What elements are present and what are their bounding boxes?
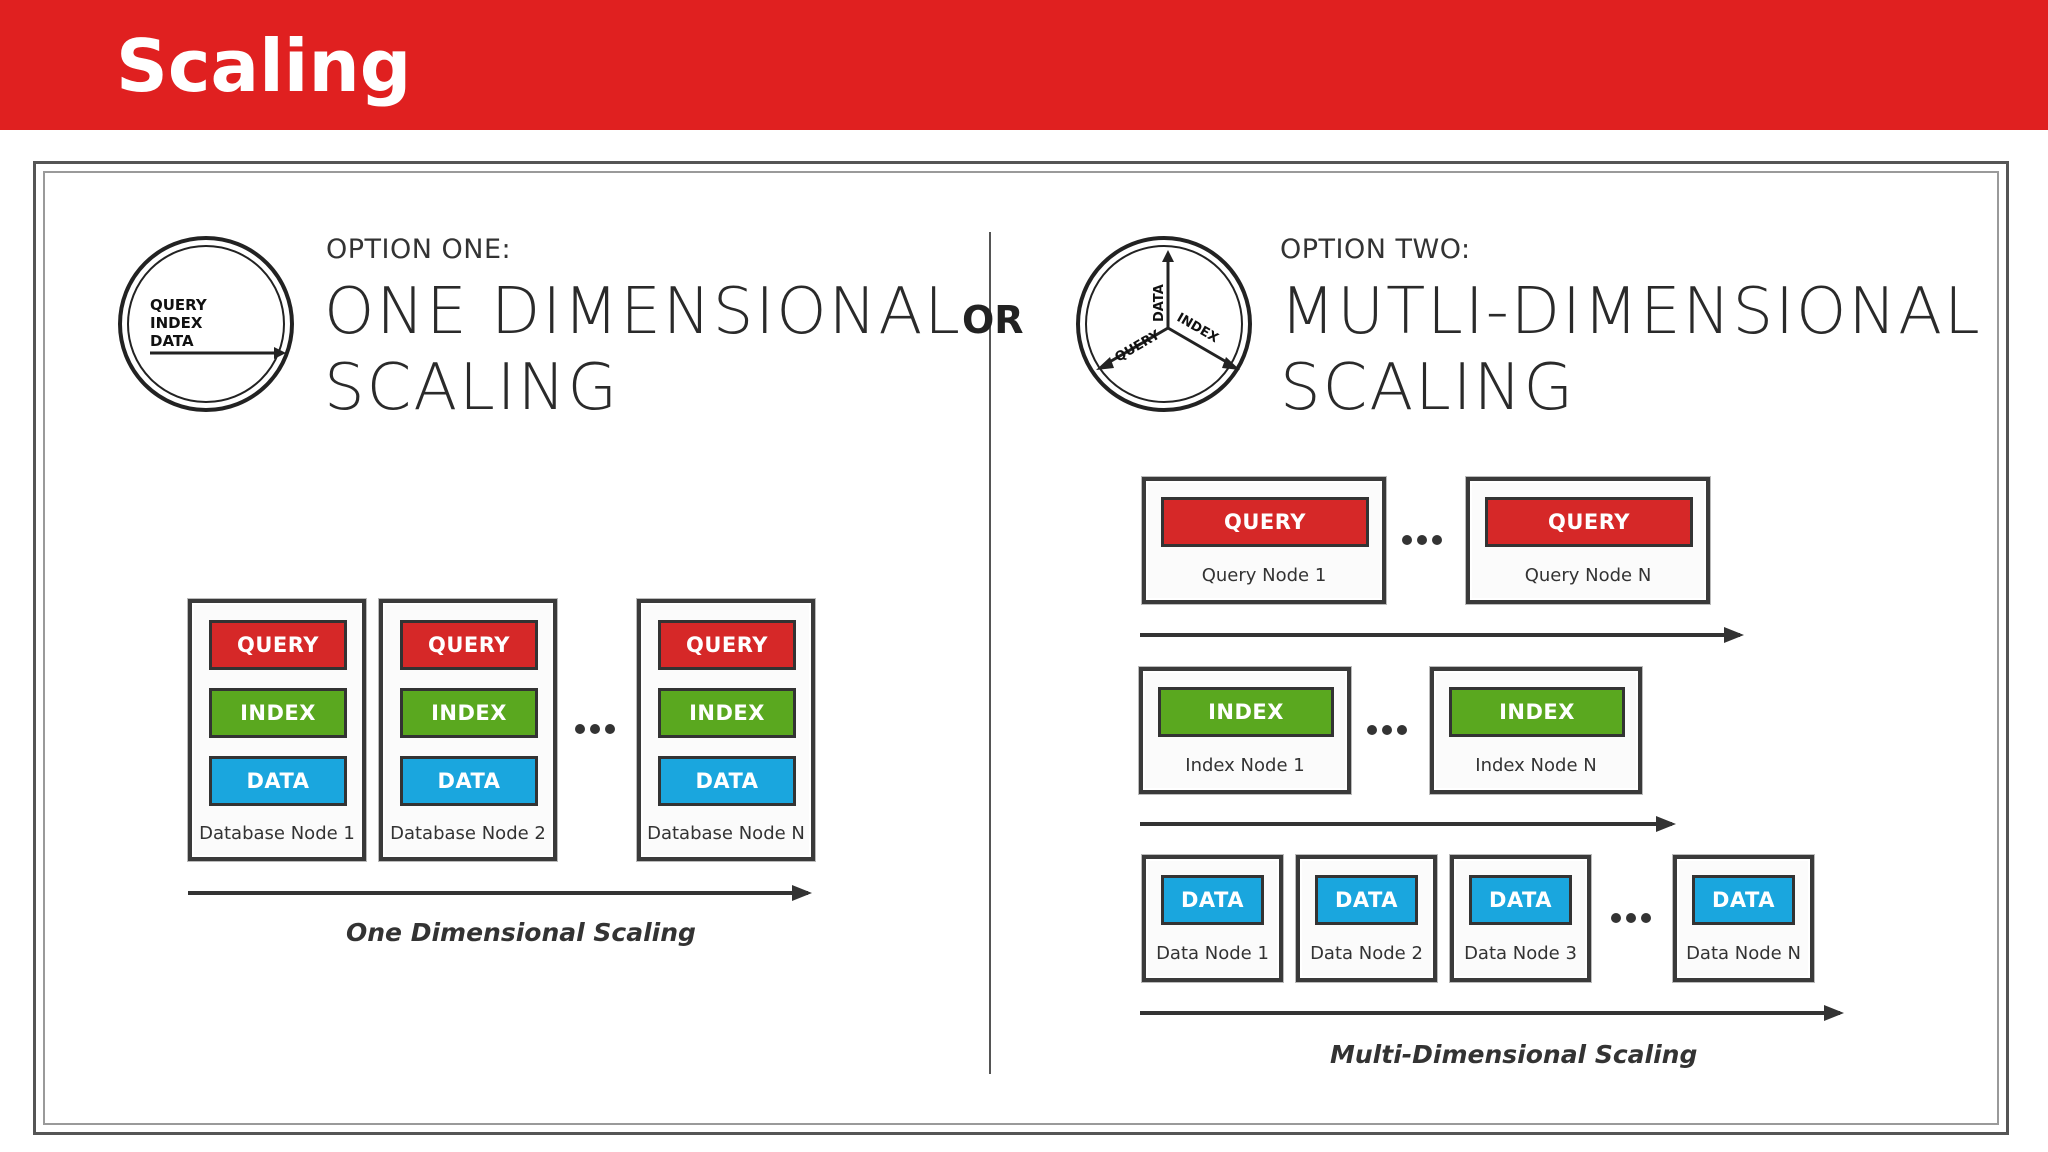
- node-label: Index Node 1: [1185, 755, 1305, 776]
- data-node-n: DATA Data Node N: [1673, 855, 1814, 982]
- index-node-1: INDEX Index Node 1: [1139, 667, 1351, 794]
- query-node-n: QUERY Query Node N: [1466, 477, 1710, 604]
- option-two-title-line2: SCALING: [1280, 351, 1576, 425]
- query-chip: QUERY: [209, 620, 347, 670]
- node-label: Database Node N: [647, 823, 805, 844]
- data-node-1: DATA Data Node 1: [1142, 855, 1283, 982]
- node-label: Database Node 2: [390, 823, 546, 844]
- emblem-index-text: INDEX: [150, 314, 203, 332]
- ellipsis-dots-icon: [1367, 725, 1407, 735]
- data-chip: DATA: [209, 756, 347, 806]
- header-bar: Scaling: [0, 0, 2048, 130]
- emblem-data-text: DATA: [150, 332, 194, 350]
- data-chip: DATA: [1161, 875, 1264, 925]
- multi-dimensional-emblem-icon: DATA INDEX QUERY: [1076, 236, 1252, 412]
- index-chip: INDEX: [209, 688, 347, 738]
- emblem-query-text: QUERY: [150, 296, 207, 314]
- ellipsis-dots-icon: [575, 724, 615, 734]
- database-node-2: QUERY INDEX DATA Database Node 2: [379, 599, 557, 861]
- one-dimensional-axis-arrow: [188, 885, 812, 901]
- node-label: Query Node N: [1524, 565, 1652, 586]
- node-label: Query Node 1: [1201, 565, 1327, 586]
- emblem-axes-icon: DATA INDEX QUERY: [1096, 250, 1240, 370]
- axis-index-text: INDEX: [1174, 310, 1221, 346]
- data-chip: DATA: [1469, 875, 1572, 925]
- axis-data-text: DATA: [1152, 284, 1167, 322]
- one-dimensional-caption: One Dimensional Scaling: [346, 918, 696, 947]
- option-one-label: OPTION ONE:: [326, 234, 512, 265]
- ellipsis-dots-icon: [1611, 913, 1651, 923]
- option-one-title-line2: SCALING: [324, 351, 620, 425]
- option-two-title-line1: MUTLI-DIMENSIONAL: [1280, 275, 1982, 349]
- diagram-frame-inner: [43, 171, 1999, 1125]
- data-node-2: DATA Data Node 2: [1296, 855, 1437, 982]
- page-title: Scaling: [116, 24, 412, 108]
- node-label: Data Node N: [1686, 943, 1801, 964]
- index-chip: INDEX: [1158, 687, 1334, 737]
- query-chip: QUERY: [1485, 497, 1693, 547]
- option-one-title-line1: ONE DIMENSIONAL: [324, 275, 962, 349]
- query-chip: QUERY: [658, 620, 796, 670]
- database-node-n: QUERY INDEX DATA Database Node N: [637, 599, 815, 861]
- data-chip: DATA: [658, 756, 796, 806]
- data-axis-arrow: [1140, 1005, 1844, 1021]
- one-dimensional-emblem-icon: QUERY INDEX DATA: [118, 236, 294, 412]
- center-divider: [989, 232, 991, 1074]
- or-label: OR: [962, 298, 1024, 342]
- index-node-n: INDEX Index Node N: [1430, 667, 1642, 794]
- node-label: Database Node 1: [199, 823, 355, 844]
- data-chip: DATA: [400, 756, 538, 806]
- data-chip: DATA: [1692, 875, 1795, 925]
- ellipsis-dots-icon: [1402, 535, 1442, 545]
- database-node-1: QUERY INDEX DATA Database Node 1: [188, 599, 366, 861]
- node-label: Data Node 1: [1156, 943, 1269, 964]
- query-node-1: QUERY Query Node 1: [1142, 477, 1386, 604]
- data-node-3: DATA Data Node 3: [1450, 855, 1591, 982]
- query-chip: QUERY: [400, 620, 538, 670]
- node-label: Index Node N: [1475, 755, 1597, 776]
- index-chip: INDEX: [1449, 687, 1625, 737]
- multi-dimensional-caption: Multi-Dimensional Scaling: [1330, 1040, 1698, 1069]
- query-chip: QUERY: [1161, 497, 1369, 547]
- index-axis-arrow: [1140, 816, 1676, 832]
- node-label: Data Node 3: [1464, 943, 1577, 964]
- option-two-label: OPTION TWO:: [1280, 234, 1471, 265]
- query-axis-arrow: [1140, 627, 1744, 643]
- data-chip: DATA: [1315, 875, 1418, 925]
- axis-query-text: QUERY: [1113, 328, 1164, 366]
- node-label: Data Node 2: [1310, 943, 1423, 964]
- index-chip: INDEX: [400, 688, 538, 738]
- emblem-arrow-icon: [150, 347, 286, 359]
- index-chip: INDEX: [658, 688, 796, 738]
